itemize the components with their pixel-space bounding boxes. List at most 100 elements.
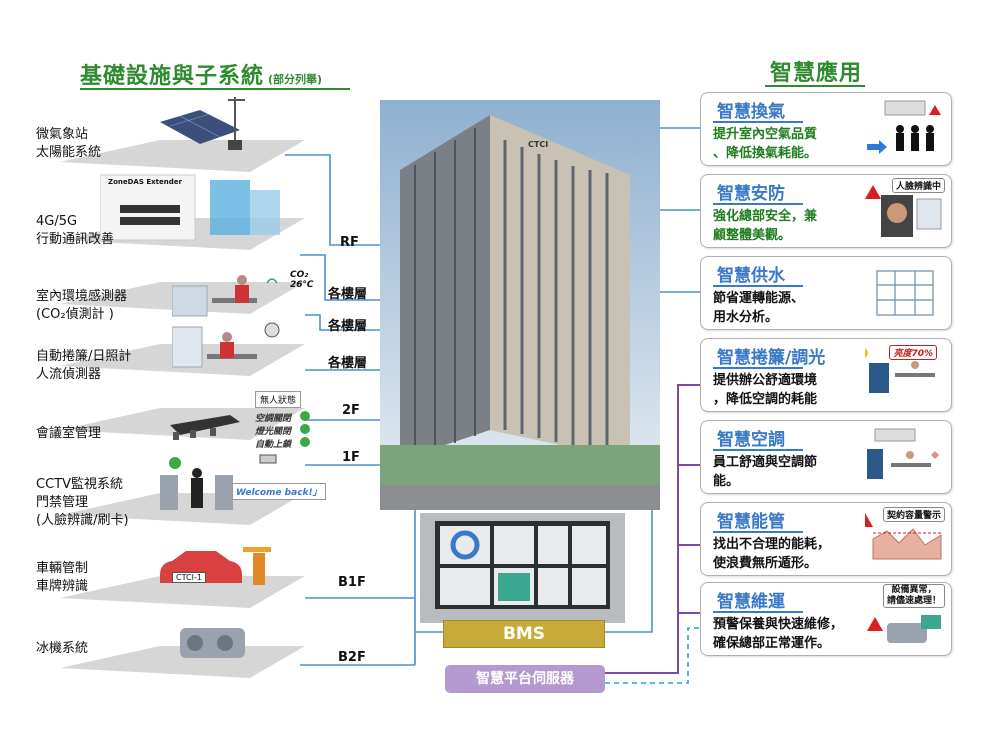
subsystem-vehicle: 車輛管制 車牌辨識 [36, 561, 89, 594]
no-one-status: 無人狀態 [255, 391, 302, 408]
office-co2-illustration [172, 275, 278, 317]
line-server-apps [605, 384, 700, 674]
right-section-title: 智慧應用 [770, 61, 863, 86]
app-desc: 找出不合理的能耗， 使浪費無所遁形。 [713, 537, 831, 571]
subsystem-meeting-room: 會議室管理 [36, 426, 102, 441]
smart-platform-server: 智慧平台伺服器 [445, 665, 605, 693]
floor-label-each-2: 各樓層 [328, 319, 368, 334]
title-underline [713, 611, 803, 613]
light-off-status: 燈光關閉 [255, 427, 292, 437]
meeting-room-illustration [170, 415, 240, 440]
title-underline [713, 531, 803, 533]
subsystem-weather-solar: 微氣象站 太陽能系統 [36, 127, 102, 160]
person-icon-2 [222, 332, 232, 342]
bms-dashboard [420, 513, 625, 623]
title-underline [713, 121, 803, 123]
app-title: 智慧能管 [717, 512, 785, 532]
equipment-alert-badge: 設備異常， 請儘速處理！ [882, 584, 945, 608]
line-rf [285, 154, 395, 246]
chiller-illustration [180, 628, 245, 658]
app-desc: 提升室內空氣品質 、降低換氣耗能。 [713, 127, 818, 161]
app-card-ventilation[interactable]: 智慧換氣 提升室內空氣品質 、降低換氣耗能。 [700, 92, 952, 166]
face-recognition-icon [865, 185, 942, 237]
equipment-icon [887, 623, 927, 643]
co2-reading: CO₂ 26℃ [290, 270, 314, 290]
gate-icon [160, 475, 178, 510]
donut-widget-icon [450, 530, 480, 560]
welcome-message: Welcome back!」 [232, 483, 326, 500]
energy-chart-icon [865, 513, 942, 560]
left-title-text: 基礎設施與子系統 [80, 64, 265, 89]
floor-label-2f: 2F [342, 403, 360, 418]
barrier-arm-icon [243, 547, 271, 552]
person-silhouette-icon [192, 468, 202, 478]
app-desc: 強化總部安全，兼 顧整體美觀。 [713, 209, 818, 243]
heart-icon [931, 451, 939, 459]
building-sign: CTCI [528, 140, 549, 149]
app-desc: 預警保養與快速維修， 確保總部正常運作。 [713, 617, 844, 651]
app-desc: 員工舒適與空調節 能。 [713, 455, 818, 489]
subsystem-cctv: CCTV監視系統 門禁管理 (人臉辨識/刷卡) [36, 477, 129, 528]
solar-weather-illustration [160, 97, 245, 150]
access-gate-illustration [160, 457, 233, 510]
meeting-table-icon [170, 415, 240, 435]
app-card-energy[interactable]: 智慧能管 找出不合理的能耗， 使浪費無所遁形。 契約容量警示 [700, 502, 952, 576]
app-desc: 節省運轉能源、 用水分析。 [713, 291, 805, 325]
brightness-badge: 亮度70% [889, 345, 937, 360]
water-pipe-icon [876, 270, 934, 316]
ventilation-icon [867, 100, 941, 154]
app-card-water[interactable]: 智慧供水 節省運轉能源、 用水分析。 [700, 256, 952, 330]
office-blinds-illustration [172, 322, 280, 368]
contract-capacity-badge: 契約容量警示 [882, 507, 945, 522]
floor-label-1f: 1F [342, 450, 360, 465]
telecom-illustration [100, 174, 280, 241]
building-model-icon [210, 180, 250, 235]
title-underline [713, 203, 803, 205]
sensor-icon [266, 278, 278, 284]
app-desc: 提供辦公舒適環境 ，降低空調的耗能 [713, 373, 818, 407]
line-floor2 [305, 314, 395, 331]
solar-panel-icon [160, 110, 240, 144]
vehicle-illustration [160, 547, 271, 585]
arrow-right-icon [867, 140, 887, 154]
app-card-maintenance[interactable]: 智慧維運 預警保養與快速維修， 確保總部正常運作。 設備異常， 請儘速處理！ [700, 582, 952, 656]
ac-off-status: 空調關閉 [255, 414, 292, 424]
cctv-camera-icon [259, 454, 277, 464]
left-section-title: 基礎設施與子系統(部分列舉) [80, 58, 322, 90]
zonedas-label: ZoneDAS Extender [108, 178, 182, 186]
maintenance-icon [867, 615, 941, 643]
person-icon [237, 275, 247, 285]
app-card-ac[interactable]: 智慧空調 員工舒適與空調節 能。 [700, 420, 952, 494]
left-title-underline [80, 88, 350, 90]
air-conditioner-icon [867, 428, 939, 479]
line-floor1 [300, 254, 395, 301]
bms-box: BMS [443, 620, 605, 648]
floor-label-each-1: 各樓層 [328, 287, 368, 302]
license-plate: CTCI-1 [172, 572, 206, 583]
app-card-blinds[interactable]: 智慧捲簾/調光 提供辦公舒適環境 ，降低空調的耗能 亮度70% [700, 338, 952, 412]
subsystem-chiller: 冰機系統 [36, 641, 89, 656]
building-left-face [400, 115, 490, 460]
app-title: 智慧捲簾/調光 [717, 348, 826, 368]
check-icons [300, 411, 310, 447]
auto-lock-status: 自動上鎖 [255, 440, 292, 450]
building-right-face [490, 115, 630, 460]
blinds-dimming-icon [865, 348, 935, 393]
sun-icon [865, 348, 868, 358]
face-recognition-badge: 人臉辨識中 [891, 178, 945, 193]
verified-icon [169, 457, 181, 469]
app-card-security[interactable]: 智慧安防 強化總部安全，兼 顧整體美觀。 人臉辨識中 [700, 174, 952, 248]
title-underline [713, 285, 803, 287]
floor-label-b2f: B2F [338, 650, 366, 665]
floor-label-b1f: B1F [338, 575, 366, 590]
subsystem-telecom: 4G/5G 行動通訊改善 [36, 214, 115, 247]
title-underline [713, 367, 803, 369]
subsystem-env-sensor: 室內環境感測器 (CO₂偵測計 ) [36, 289, 128, 322]
camera-dome-icon [264, 322, 280, 338]
subsystem-blinds: 自動捲簾/日照計 人流偵測器 [36, 349, 132, 382]
floor-label-each-3: 各樓層 [328, 356, 368, 371]
headquarters-building [380, 100, 660, 510]
title-underline [713, 449, 803, 451]
line-dashed [605, 627, 700, 684]
app-title: 智慧安防 [717, 184, 785, 204]
